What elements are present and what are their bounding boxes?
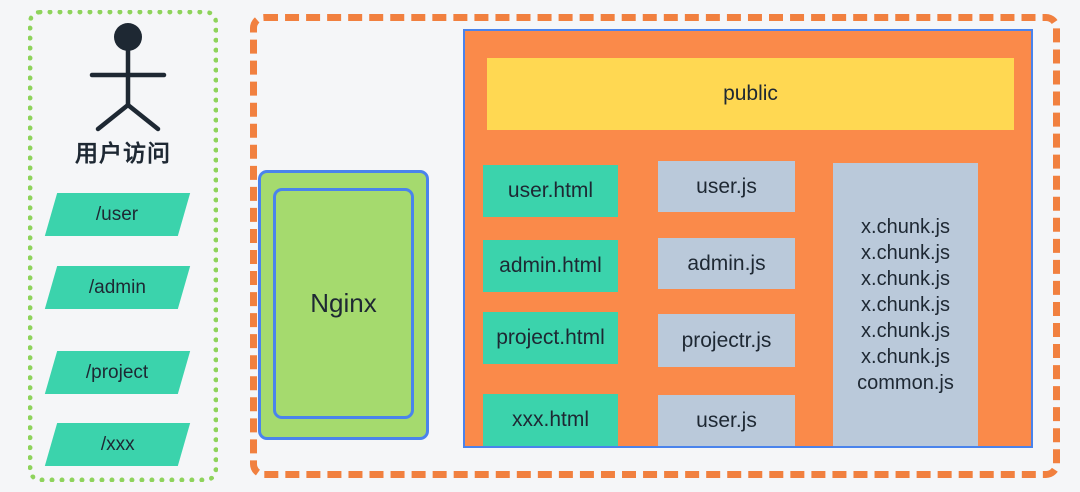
route-admin: /admin <box>44 266 191 309</box>
public-folder: public <box>487 58 1014 130</box>
file-admin-js: admin.js <box>658 238 795 289</box>
file-admin-html-label: admin.html <box>499 254 602 277</box>
dist-panel: public user.html admin.html project.html… <box>463 29 1033 448</box>
route-user: /user <box>44 193 191 236</box>
route-user-label: /user <box>96 203 139 225</box>
file-user-html-label: user.html <box>507 179 594 202</box>
public-folder-label: public <box>723 82 778 105</box>
chunk-file: x.chunk.js <box>861 293 950 316</box>
file-admin-html: admin.html <box>483 240 618 292</box>
user-access-label: 用户访问 <box>75 140 171 166</box>
nginx-box: Nginx <box>258 170 429 440</box>
server-boundary: Nginx public user.html admin.html projec… <box>250 14 1060 478</box>
common-js-file: common.js <box>857 371 954 394</box>
route-project: /project <box>44 351 191 394</box>
user-access-panel: 用户访问 /user /admin /project /xxx <box>28 10 218 482</box>
chunk-file: x.chunk.js <box>861 345 950 368</box>
file-projectr-js-label: projectr.js <box>681 328 772 352</box>
file-projectr-js: projectr.js <box>658 314 795 367</box>
route-xxx-label: /xxx <box>100 433 135 455</box>
file-xxx-html-label: xxx.html <box>511 408 589 431</box>
file-project-html: project.html <box>483 312 618 364</box>
route-xxx: /xxx <box>44 423 191 466</box>
file-user-js-2-label: user.js <box>696 408 757 432</box>
file-user-js-2: user.js <box>658 395 795 446</box>
file-user-js-label: user.js <box>696 174 757 198</box>
route-project-label: /project <box>86 361 149 383</box>
file-admin-js-label: admin.js <box>687 251 766 275</box>
file-user-js: user.js <box>658 161 795 212</box>
chunk-file: x.chunk.js <box>861 267 950 290</box>
chunk-files-box: x.chunk.js x.chunk.js x.chunk.js x.chunk… <box>833 163 978 446</box>
nginx-inner-box: Nginx <box>273 188 414 419</box>
nginx-label: Nginx <box>310 288 377 318</box>
chunk-file: x.chunk.js <box>861 319 950 342</box>
file-user-html: user.html <box>483 165 618 217</box>
route-admin-label: /admin <box>88 276 147 298</box>
chunk-file: x.chunk.js <box>861 215 950 238</box>
chunk-file: x.chunk.js <box>861 241 950 264</box>
file-project-html-label: project.html <box>496 326 605 349</box>
file-xxx-html: xxx.html <box>483 394 618 446</box>
person-icon <box>89 23 167 132</box>
